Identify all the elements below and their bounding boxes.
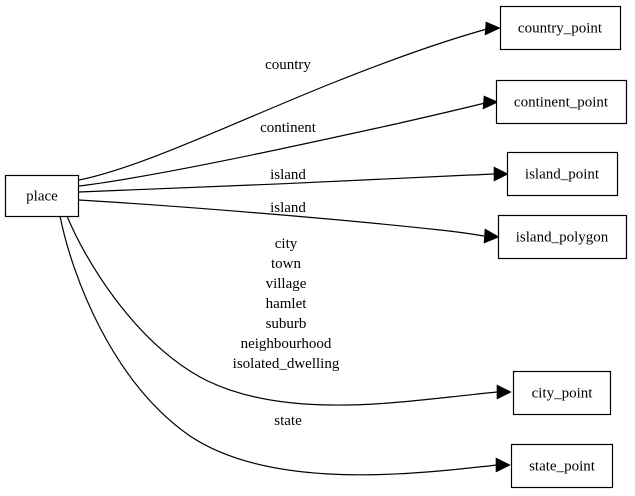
node-island-polygon-box (497, 214, 628, 260)
arrowhead-city-point-icon (496, 384, 512, 400)
node-city-point[interactable]: city_point (512, 370, 612, 416)
edge-path-continent (78, 102, 486, 187)
node-island-point[interactable]: island_point (506, 151, 619, 197)
edge-path-city-point (66, 215, 499, 406)
edge-path-island-polygon (78, 199, 485, 237)
edge-label-country: country (265, 57, 311, 73)
node-place[interactable]: place (4, 174, 80, 218)
edge-label-isolated-dwelling: isolated_dwelling (233, 356, 340, 372)
edge-path-island-point (78, 173, 495, 193)
node-continent-point-label: continent_point (514, 94, 609, 110)
edge-label-continent: continent (260, 120, 317, 136)
edge-label-state: state (274, 413, 302, 429)
edge-label-island-polygon: island (270, 200, 306, 216)
edge-label-city-point-group: city town village hamlet suburb neighbou… (233, 236, 340, 372)
edge-place-to-city-point[interactable] (66, 215, 512, 406)
node-island-point-box (506, 151, 619, 197)
edge-place-to-state-point[interactable] (59, 215, 511, 476)
edge-place-to-country-point[interactable] (78, 21, 501, 181)
arrowhead-island-polygon-icon (483, 228, 500, 244)
edge-place-to-island-point[interactable] (78, 166, 509, 193)
arrowhead-continent-icon (482, 95, 499, 110)
edge-label-suburb: suburb (266, 316, 307, 332)
node-country-point-box (499, 5, 622, 51)
node-continent-point-box (495, 79, 628, 125)
node-state-point-label: state_point (529, 458, 596, 474)
node-continent-point[interactable]: continent_point (495, 79, 628, 125)
node-country-point-label: country_point (518, 20, 603, 36)
edge-label-village: village (266, 276, 307, 292)
arrowhead-state-point-icon (495, 457, 511, 473)
arrowhead-island-point-icon (493, 166, 509, 182)
edge-label-island-point: island (270, 167, 306, 183)
node-island-polygon[interactable]: island_polygon (497, 214, 628, 260)
node-place-label: place (26, 188, 58, 204)
arrowhead-country-icon (484, 21, 501, 36)
node-state-point[interactable]: state_point (510, 443, 614, 489)
edge-label-city: city (275, 236, 298, 252)
node-place-box (4, 174, 80, 218)
edge-place-to-island-polygon[interactable] (78, 199, 500, 244)
node-island-polygon-label: island_polygon (516, 229, 609, 245)
node-city-point-label: city_point (532, 385, 594, 401)
edge-path-state-point (59, 215, 498, 476)
edge-path-country (78, 28, 488, 181)
edge-place-to-continent-point[interactable] (78, 95, 499, 187)
edge-label-town: town (271, 256, 302, 272)
node-island-point-label: island_point (525, 166, 600, 182)
edge-label-hamlet: hamlet (266, 296, 308, 312)
node-state-point-box (510, 443, 614, 489)
node-city-point-box (512, 370, 612, 416)
node-country-point[interactable]: country_point (499, 5, 622, 51)
edge-label-neighbourhood: neighbourhood (241, 336, 332, 352)
